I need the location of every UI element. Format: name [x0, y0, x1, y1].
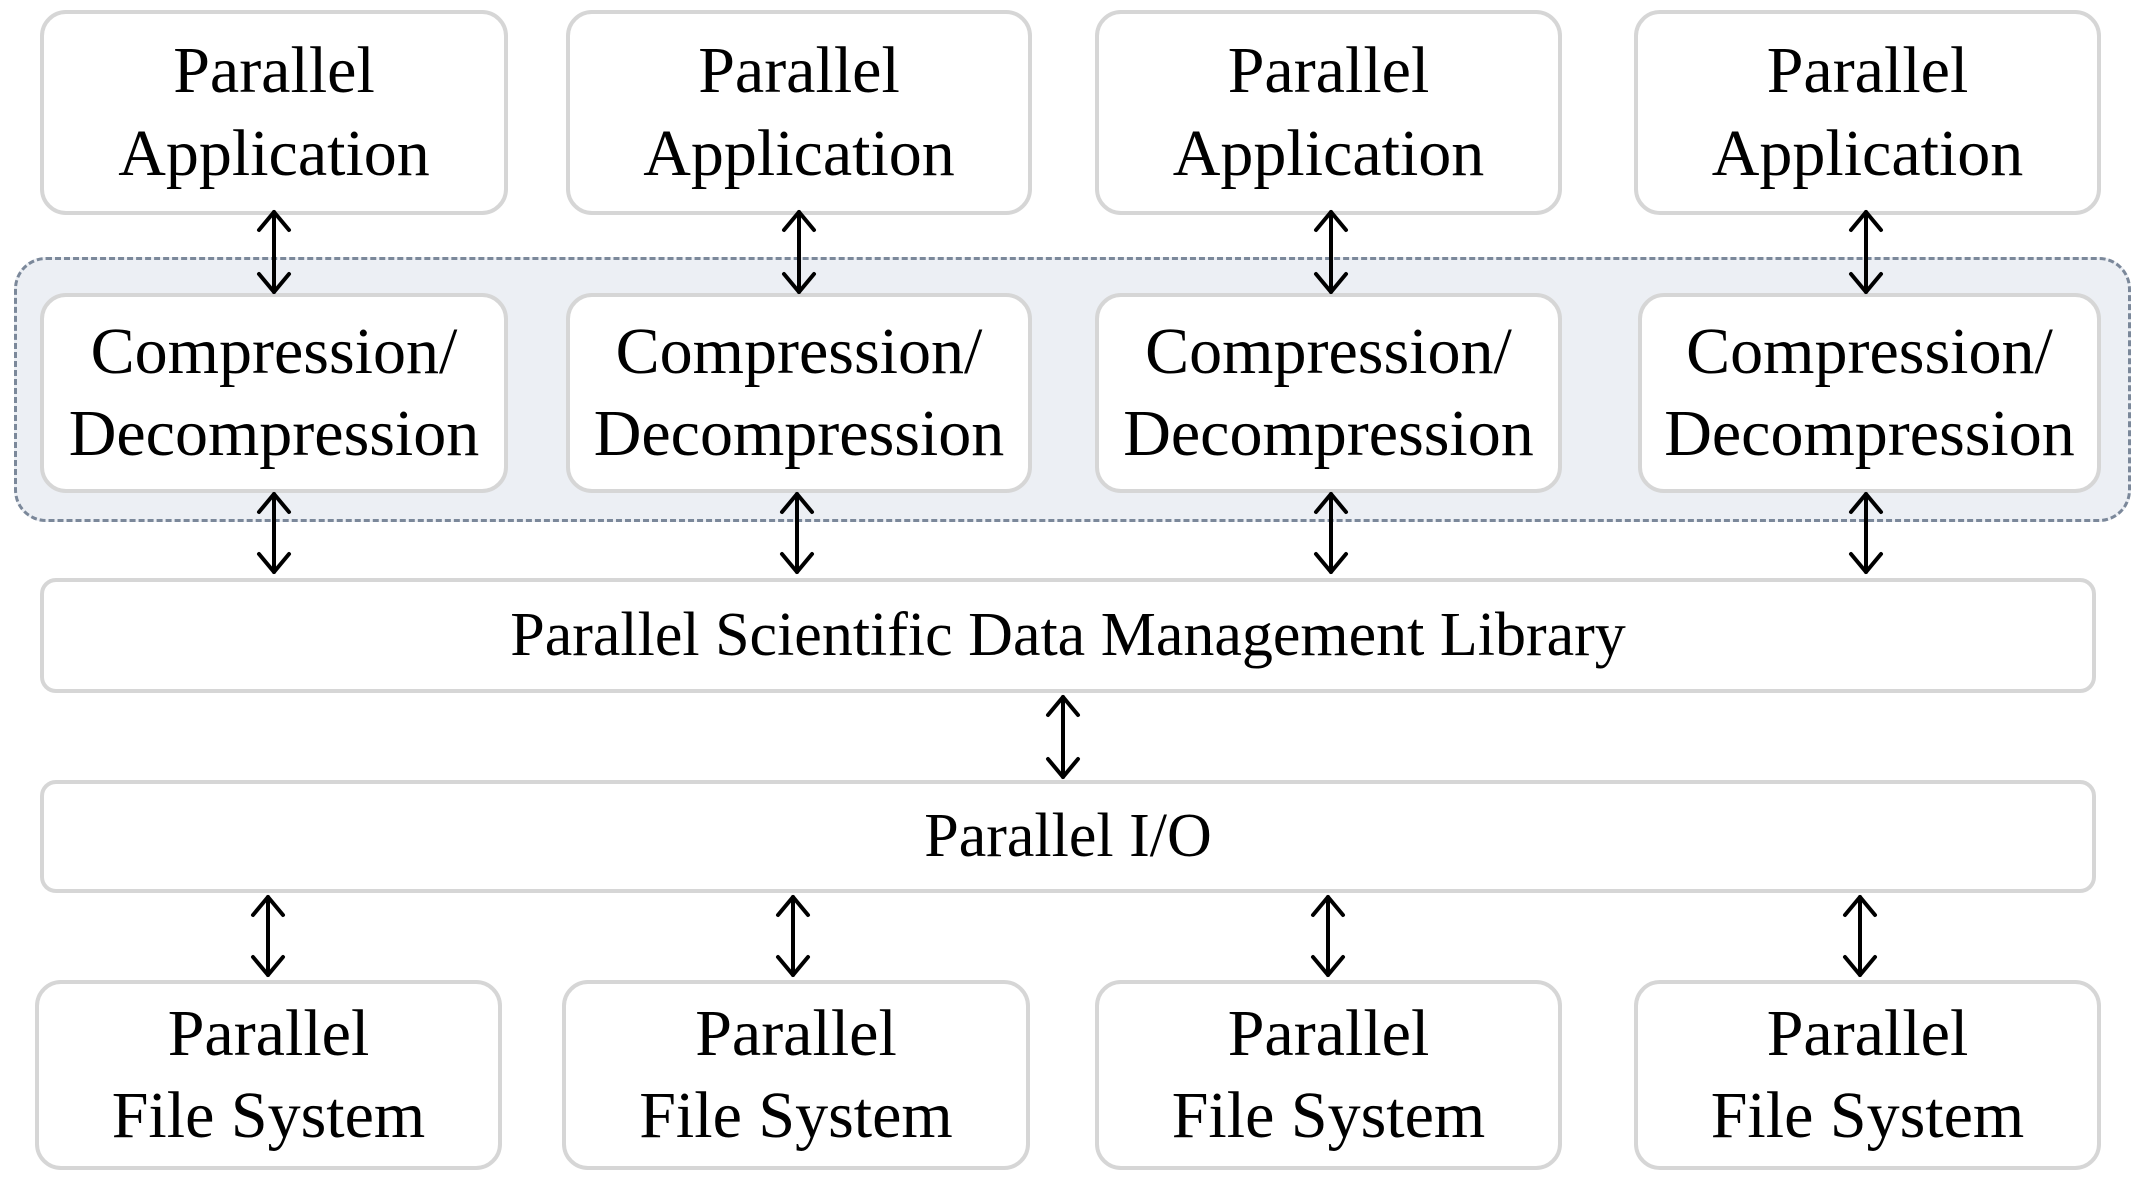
box-label-line1: Compression/	[615, 314, 983, 388]
box-label-line1: Parallel	[173, 34, 375, 107]
parallel-file-system-box-2: Parallel File System	[562, 980, 1030, 1170]
box-label-line1: Parallel	[167, 996, 370, 1070]
double-arrow-icon	[1849, 492, 1883, 574]
box-label-line2: Application	[643, 116, 955, 190]
double-arrow-icon	[1314, 492, 1348, 574]
box-label-line1: Compression/	[90, 314, 458, 388]
double-arrow-icon	[1843, 895, 1877, 977]
box-label-line2: Application	[1711, 116, 2024, 190]
double-arrow-icon	[1311, 895, 1345, 977]
box-label-line2: File System	[1710, 1079, 2025, 1152]
double-arrow-icon	[782, 210, 816, 294]
box-label-line1: Compression/	[1145, 314, 1512, 388]
compression-box-2: Compression/ Decompression	[566, 293, 1032, 493]
parallel-io-box: Parallel I/O	[40, 780, 2096, 893]
parallel-application-box-1: Parallel Application	[40, 10, 508, 215]
box-label-line1: Parallel	[698, 34, 900, 107]
parallel-application-box-2: Parallel Application	[566, 10, 1032, 215]
box-label-line1: Parallel	[1766, 34, 1969, 107]
compression-box-1: Compression/ Decompression	[40, 293, 508, 493]
box-label-line2: Decompression	[1664, 397, 2075, 470]
box-label-line2: Application	[1172, 116, 1485, 190]
box-label-line2: File System	[639, 1079, 953, 1152]
double-arrow-icon	[257, 492, 291, 574]
box-label-line1: Parallel	[1227, 996, 1430, 1070]
compression-box-4: Compression/ Decompression	[1638, 293, 2101, 493]
box-label-line1: Parallel	[695, 996, 897, 1070]
box-label-line1: Parallel	[1766, 996, 1969, 1070]
parallel-file-system-box-4: Parallel File System	[1634, 980, 2101, 1170]
parallel-io-label: Parallel I/O	[924, 801, 1212, 870]
double-arrow-icon	[776, 895, 810, 977]
box-label-line1: Parallel	[1227, 34, 1430, 107]
double-arrow-icon	[1849, 210, 1883, 294]
double-arrow-icon	[257, 210, 291, 294]
box-label-line2: Application	[118, 116, 430, 190]
double-arrow-icon	[251, 895, 285, 977]
parallel-file-system-box-3: Parallel File System	[1095, 980, 1562, 1170]
box-label-line2: Decompression	[1123, 397, 1534, 470]
library-label: Parallel Scientific Data Management Libr…	[510, 600, 1626, 669]
data-management-library-box: Parallel Scientific Data Management Libr…	[40, 578, 2096, 693]
box-label-line2: File System	[1171, 1079, 1486, 1152]
parallel-application-box-4: Parallel Application	[1634, 10, 2101, 215]
double-arrow-icon	[780, 492, 814, 574]
box-label-line2: Decompression	[68, 397, 480, 470]
compression-box-3: Compression/ Decompression	[1095, 293, 1562, 493]
box-label-line1: Compression/	[1686, 314, 2053, 388]
double-arrow-icon	[1314, 210, 1348, 294]
parallel-file-system-box-1: Parallel File System	[35, 980, 502, 1170]
double-arrow-icon	[1046, 695, 1080, 779]
box-label-line2: Decompression	[593, 397, 1005, 470]
box-label-line2: File System	[111, 1079, 426, 1152]
